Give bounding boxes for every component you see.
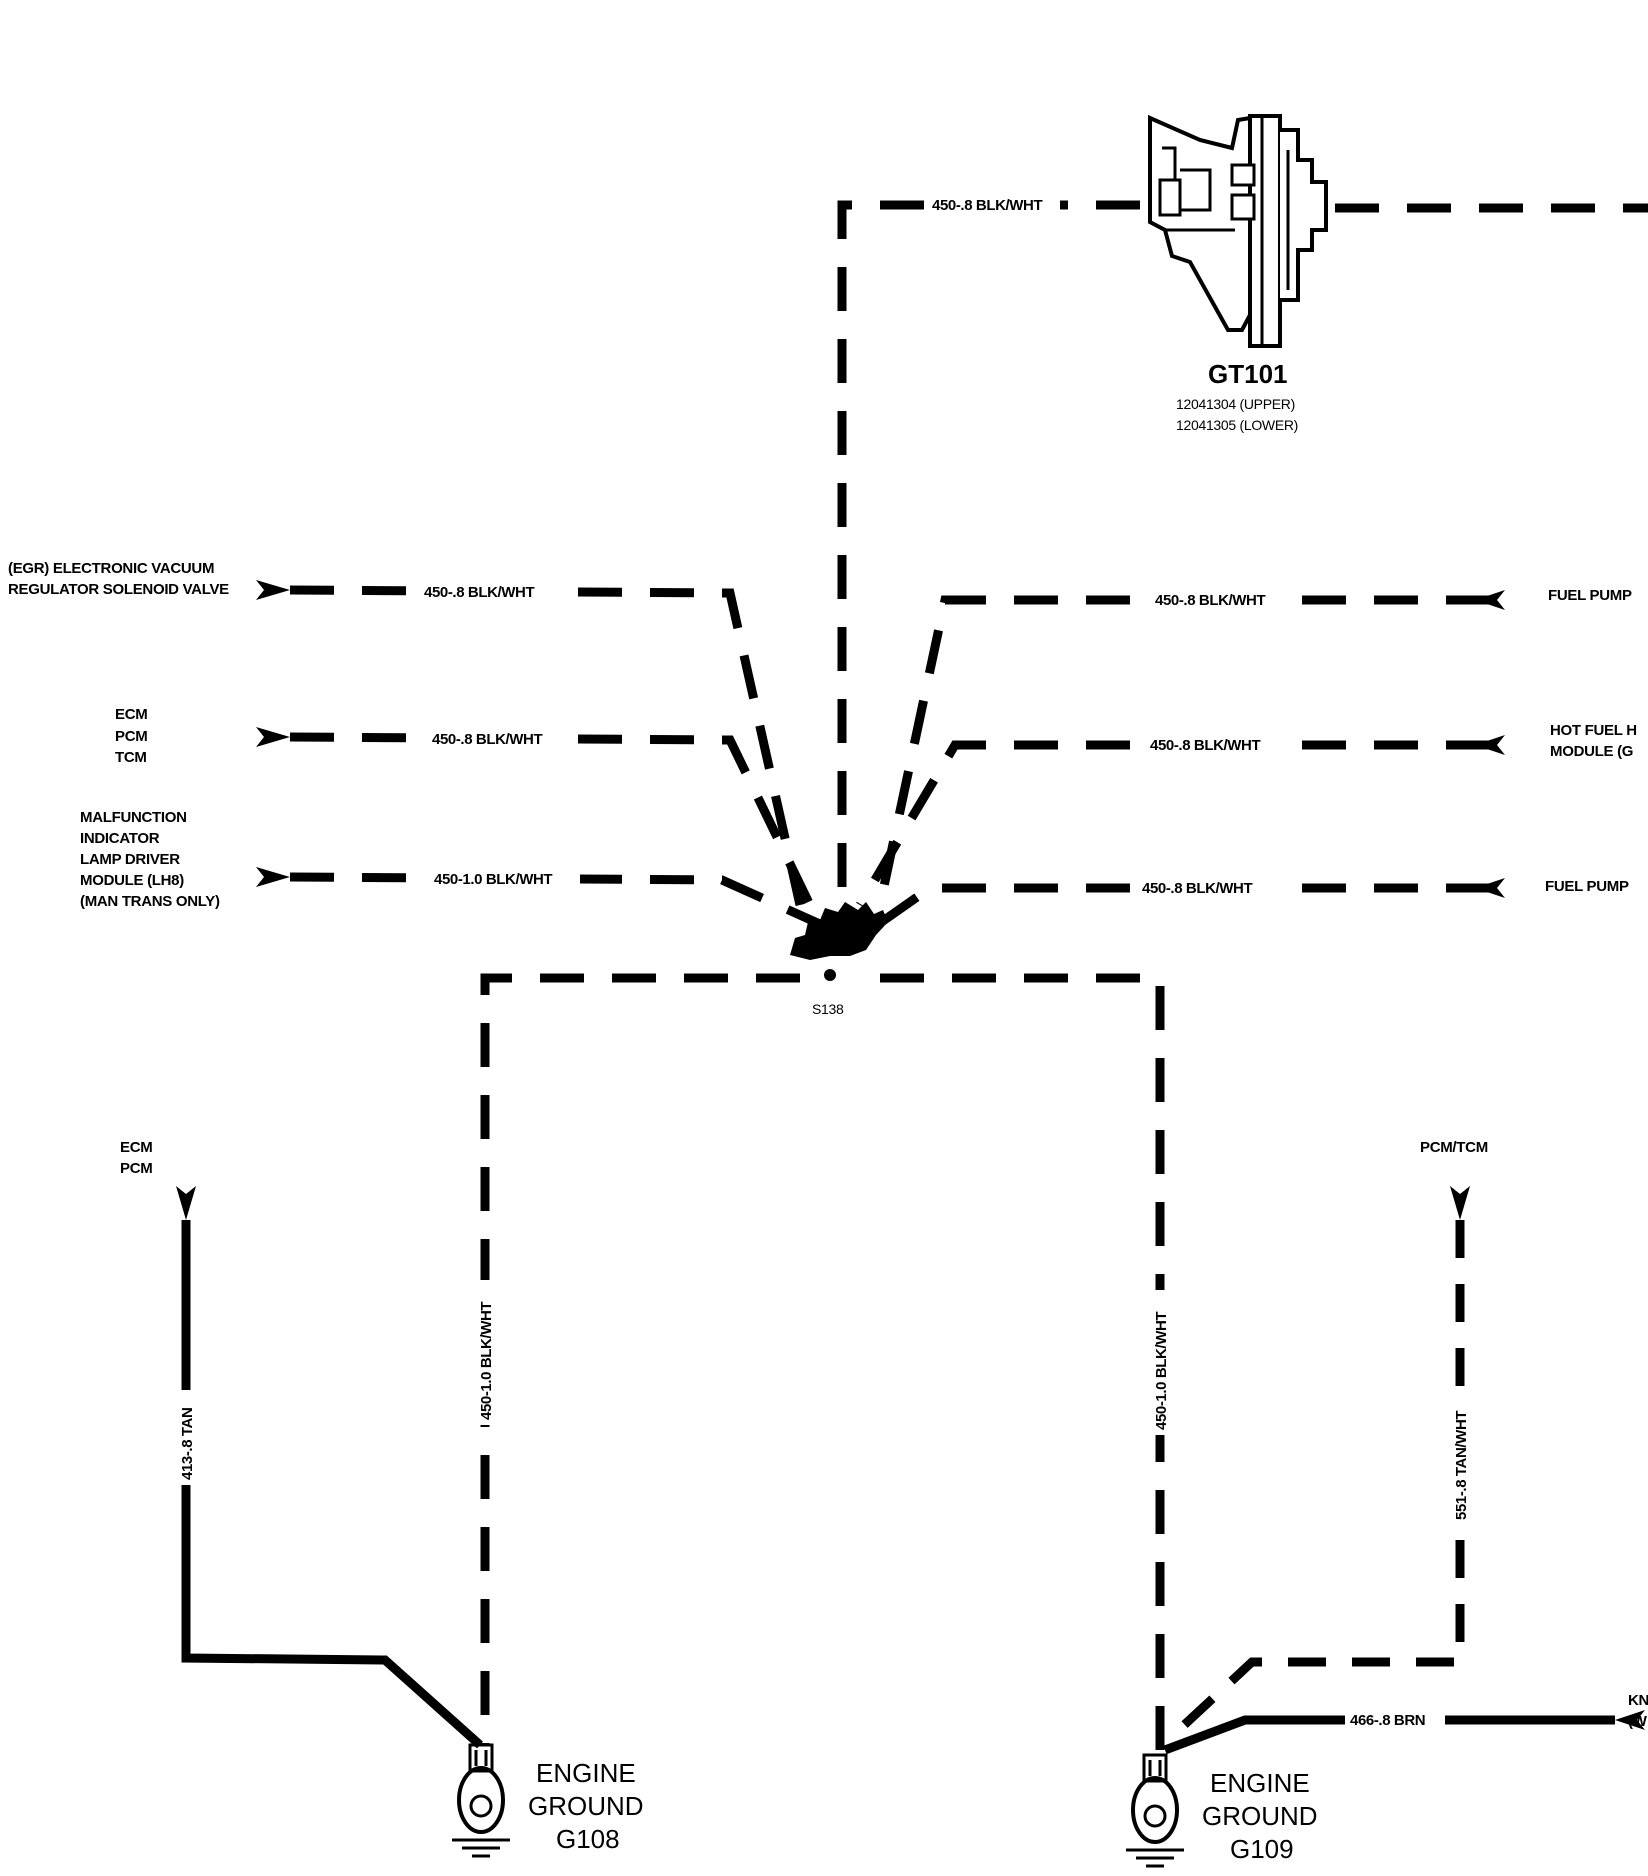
mil-label-4: MODULE (LH8) — [80, 872, 184, 889]
wire-label-brn: 466-.8 BRN — [1350, 1712, 1425, 1729]
ground-left-line2: GROUND — [528, 1791, 644, 1821]
ground-right-line3: G109 — [1230, 1834, 1294, 1864]
ground-right-line1: ENGINE — [1210, 1768, 1310, 1798]
connector-gt101-icon[interactable] — [1148, 114, 1328, 348]
ground-left-line3: G108 — [556, 1824, 620, 1854]
fuel-pump-bottom-label: FUEL PUMP — [1545, 878, 1629, 895]
ground-g108-icon[interactable] — [452, 1743, 510, 1858]
tcm-label: TCM — [115, 749, 147, 766]
wire-labels: 450-.8 BLK/WHT 450-.8 BLK/WHT 450-.8 BLK… — [174, 193, 1472, 1730]
wire-label-right-ground: 450-1.0 BLK/WHT — [1153, 1312, 1170, 1430]
connector-part-lower: 12041305 (LOWER) — [1176, 417, 1298, 433]
ground-g109-icon[interactable] — [1126, 1753, 1184, 1868]
ground-right-line2: GROUND — [1202, 1801, 1318, 1831]
wire-right-ground[interactable] — [880, 973, 1165, 1755]
splice-id: S138 — [812, 1001, 844, 1017]
egr-label-2: REGULATOR SOLENOID VALVE — [8, 581, 229, 598]
hot-fuel-label-1: HOT FUEL H — [1550, 722, 1637, 739]
wire-fuel-pump-top[interactable] — [875, 595, 1490, 906]
pcm-tcm-label: PCM/TCM — [1420, 1139, 1488, 1156]
mil-label-1: MALFUNCTION — [80, 809, 187, 826]
egr-label-1: (EGR) ELECTRONIC VACUUM — [8, 560, 214, 577]
splice-s138-icon[interactable] — [790, 902, 888, 981]
wire-hot-fuel[interactable] — [856, 740, 1490, 908]
wire-label-fuel-pump-top: 450-.8 BLK/WHT — [1155, 592, 1265, 609]
component-labels: (EGR) ELECTRONIC VACUUM REGULATOR SOLENO… — [8, 560, 1648, 1730]
wire-paths — [181, 200, 1648, 1755]
wire-tan-wht[interactable] — [1164, 1220, 1465, 1744]
wire-label-ecm: 450-.8 BLK/WHT — [432, 731, 542, 748]
ecm-label: ECM — [115, 706, 147, 723]
mil-label-5: (MAN TRANS ONLY) — [80, 893, 220, 910]
connector-part-upper: 12041304 (UPPER) — [1176, 396, 1295, 412]
fuel-pump-top-label: FUEL PUMP — [1548, 587, 1632, 604]
ground-left-line1: ENGINE — [536, 1758, 636, 1788]
wire-label-tan-wht: 551-.8 TAN/WHT — [1453, 1411, 1470, 1520]
wire-brn[interactable] — [1163, 1715, 1615, 1755]
ecm-lower-label: ECM — [120, 1139, 152, 1156]
kn-label-2: (W — [1628, 1713, 1648, 1730]
pcm-lower-label: PCM — [120, 1160, 152, 1177]
wire-label-egr: 450-.8 BLK/WHT — [424, 584, 534, 601]
wire-top[interactable] — [837, 200, 1140, 905]
arrow-icon — [176, 580, 1645, 1730]
kn-label-1: KN — [1628, 1692, 1648, 1709]
hot-fuel-label-2: MODULE (G — [1550, 743, 1633, 760]
wire-left-ground[interactable] — [480, 973, 800, 1745]
mil-label-3: LAMP DRIVER — [80, 851, 180, 868]
ground-labels: ENGINE GROUND G108 ENGINE GROUND G109 — [528, 1758, 1318, 1864]
wire-label-left-ground: 450-1.0 BLK/WHT — [478, 1302, 495, 1420]
wire-tan[interactable] — [181, 1220, 484, 1749]
pcm-label: PCM — [115, 728, 147, 745]
mil-label-2: INDICATOR — [80, 830, 160, 847]
wire-label-fuel-pump-bottom: 450-.8 BLK/WHT — [1142, 880, 1252, 897]
wire-label-mil: 450-1.0 BLK/WHT — [434, 871, 552, 888]
wire-label-hot-fuel: 450-.8 BLK/WHT — [1150, 737, 1260, 754]
wire-label-tan: 413-.8 TAN — [179, 1408, 196, 1480]
wire-label-top: 450-.8 BLK/WHT — [932, 197, 1042, 214]
wire-fuel-pump-bottom[interactable] — [867, 883, 1490, 934]
connector-id: GT101 — [1208, 359, 1288, 389]
